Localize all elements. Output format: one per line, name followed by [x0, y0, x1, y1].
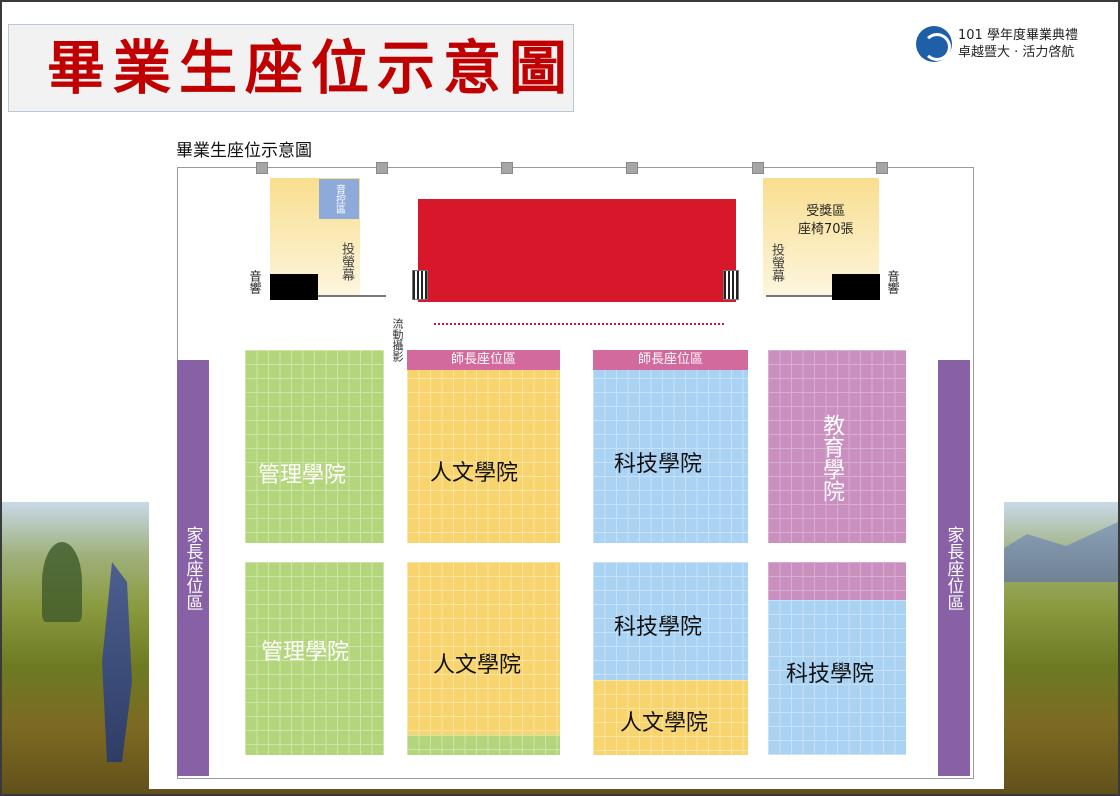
faculty-seats-1: 師長座位區	[407, 350, 560, 370]
stage	[418, 199, 736, 302]
speaker-label-right: 音響	[886, 270, 900, 294]
pillar	[256, 162, 268, 174]
pillar	[501, 162, 513, 174]
brand-text: 101 學年度畢業典禮 卓越暨大 · 活力啓航	[958, 27, 1078, 61]
brand-line-2: 卓越暨大 · 活力啓航	[958, 45, 1075, 60]
seat-block-humanities-bottom	[407, 562, 560, 735]
pillar	[376, 162, 388, 174]
projection-screen-right	[766, 295, 832, 297]
seat-block-tech-bottom-right	[768, 600, 906, 755]
block-label-humanities-bottom: 人文學院	[433, 653, 522, 678]
award-area-title: 受獎區	[806, 204, 846, 219]
seat-block-management-bottom	[245, 562, 384, 755]
screen-label-right: 投螢幕	[769, 243, 784, 282]
block-label-tech-bottom-mid: 科技學院	[614, 615, 703, 640]
block-label-humanities-bottom-small: 人文學院	[620, 711, 709, 736]
title-banner	[8, 24, 574, 112]
speaker-right	[832, 274, 880, 300]
seat-block-education-bottom	[768, 562, 906, 600]
block-label-humanities-top: 人文學院	[430, 461, 519, 486]
block-label-management-top: 管理學院	[258, 463, 347, 488]
speaker-label-left: 音響	[248, 270, 262, 294]
block-label-management-bottom: 管理學院	[261, 640, 350, 665]
award-area-chairs: 座椅70張	[798, 222, 854, 237]
seat-block-management-top	[245, 350, 384, 543]
seat-block-humanities-bottom-small	[593, 680, 748, 755]
block-label-education: 教育學院	[819, 414, 844, 502]
faculty-seats-2: 師長座位區	[593, 350, 748, 370]
seat-block-humanities-top	[407, 350, 560, 543]
slide-title: 畢業生座位示意圖	[47, 34, 576, 102]
seat-block-management-overflow	[407, 735, 560, 755]
block-label-tech-top: 科技學院	[614, 452, 703, 477]
brand-line-1: 101 學年度畢業典禮	[958, 28, 1078, 43]
screen-label-left: 投螢幕	[339, 242, 354, 281]
stage-steps-right	[723, 270, 739, 300]
stage-front-rope	[434, 323, 724, 325]
university-logo-icon	[916, 26, 952, 62]
tree-decoration	[42, 542, 82, 622]
block-label-tech-bottom-right: 科技學院	[786, 662, 875, 687]
projection-screen-left	[318, 295, 386, 297]
roaming-camera-label: 流動攝影	[391, 318, 404, 362]
pillar	[752, 162, 764, 174]
family-seats-right: 家長座位區	[938, 360, 970, 776]
pillar	[626, 162, 638, 174]
av-control-room: 音控區	[319, 179, 359, 219]
map-caption: 畢業生座位示意圖	[176, 141, 312, 161]
seat-block-education	[768, 350, 906, 543]
pillar	[876, 162, 888, 174]
family-seats-left: 家長座位區	[177, 360, 209, 776]
stage-steps-left	[412, 270, 428, 300]
seat-block-tech-bottom-mid	[593, 562, 748, 680]
speaker-left	[270, 274, 318, 300]
brand-block: 101 學年度畢業典禮 卓越暨大 · 活力啓航	[916, 26, 1078, 62]
award-area-label: 受獎區 座椅70張	[798, 203, 854, 239]
seat-block-tech-top	[593, 350, 748, 543]
